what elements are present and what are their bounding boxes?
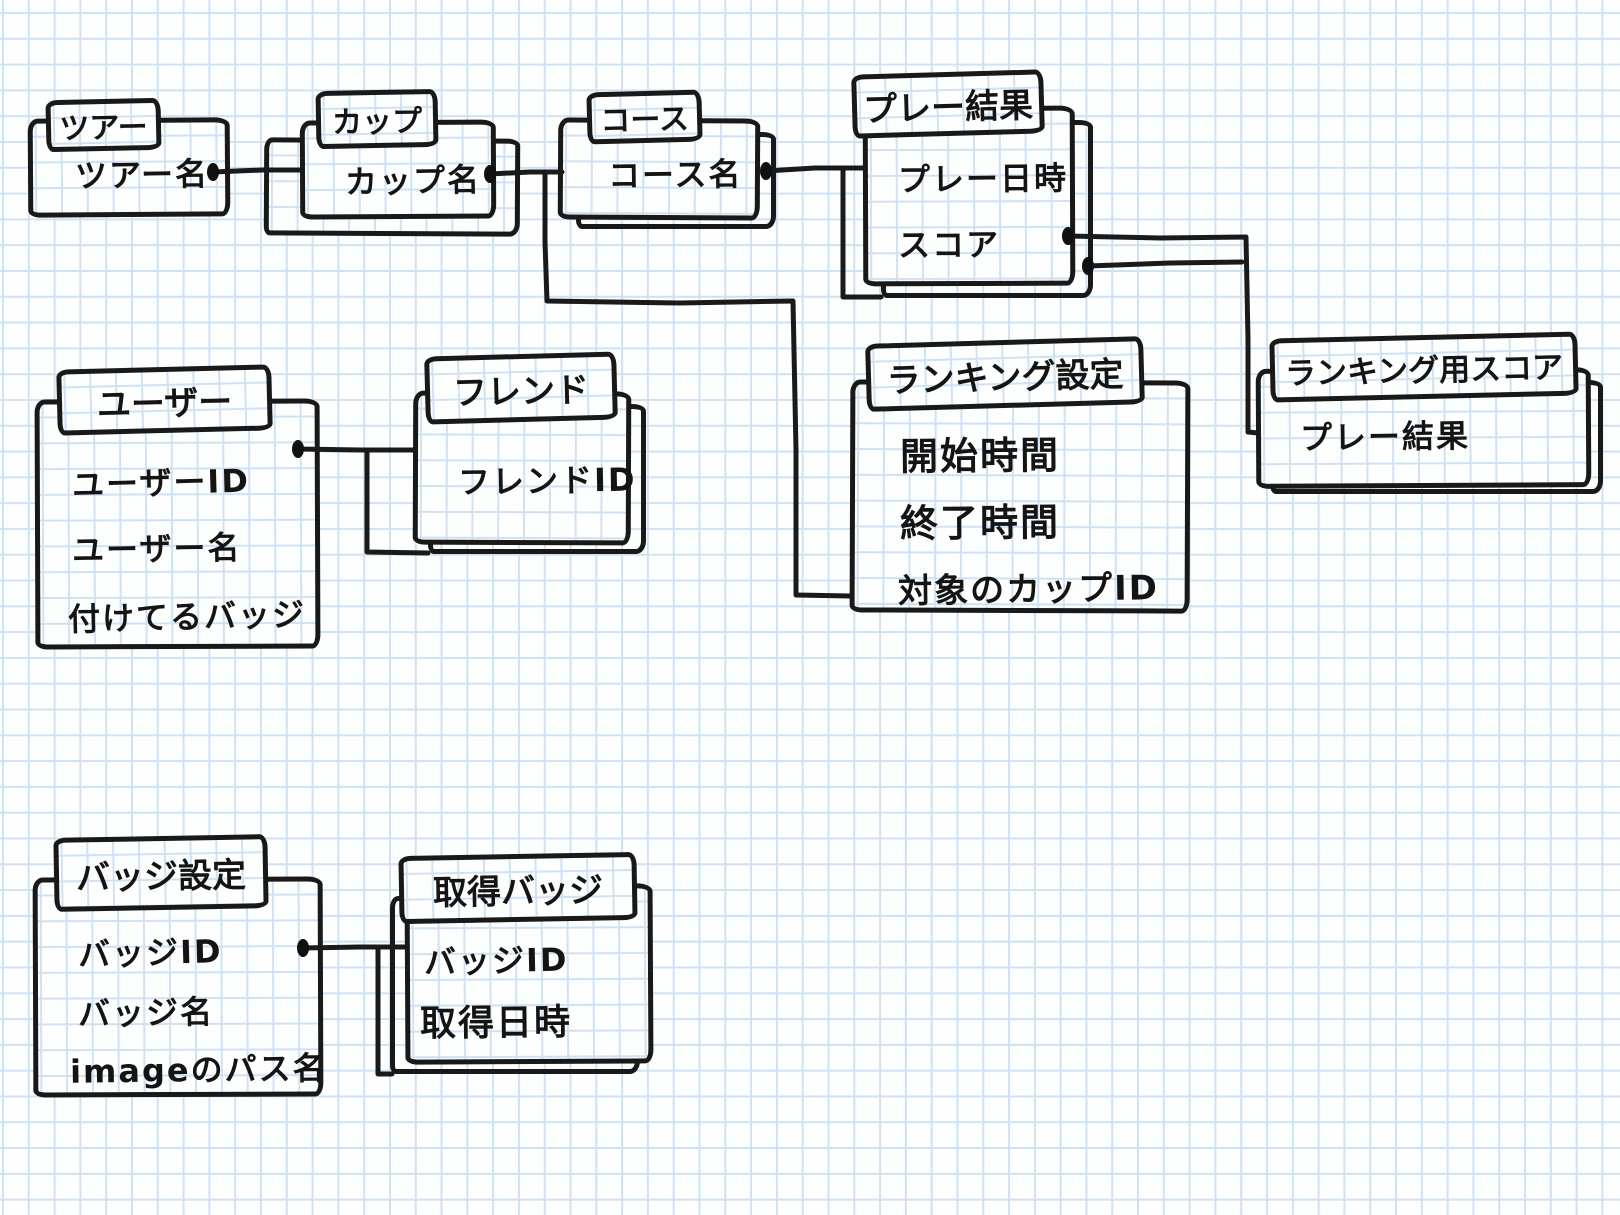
entity-field: 開始時間 [899, 433, 1061, 479]
entity-field: フレンドID [457, 460, 637, 502]
entity-field: 終了時間 [899, 500, 1061, 546]
entity-field: ユーザーID [71, 461, 251, 505]
entity-field: プレー結果 [1299, 416, 1471, 458]
entity-title: コース [586, 89, 703, 145]
entity-title: バッジ設定 [53, 834, 269, 912]
entity-field: バッジID [423, 940, 569, 982]
entity-field: プレー日時 [897, 159, 1069, 199]
entity-field: カップ名 [344, 160, 482, 202]
entity-title: 取得バッジ [398, 851, 638, 925]
entity-title: ランキング設定 [865, 336, 1145, 412]
entity-field: 付けてるバッジ [67, 595, 307, 639]
entity-field: imageのパス名 [69, 1049, 327, 1091]
entity-field: ツアー名 [74, 154, 210, 196]
entity-field: スコア [897, 225, 1001, 265]
entity-title: ユーザー [56, 364, 273, 436]
connector-score-ranking-score-2 [1085, 259, 1245, 269]
connector-course-play-result [763, 165, 868, 174]
entity-field: バッジID [77, 932, 224, 974]
entity-title: ツアー [45, 97, 162, 153]
entity-field: 対象のカップID [897, 568, 1160, 612]
entity-field: 取得日時 [419, 1002, 573, 1045]
entity-field: コース名 [607, 155, 743, 195]
entity-title: ランキング用スコア [1269, 331, 1579, 403]
entity-title: カップ [315, 88, 439, 150]
entity-title: プレー結果 [851, 69, 1045, 139]
entity-field: バッジ名 [77, 992, 215, 1034]
entity-field: ユーザー名 [71, 528, 242, 570]
entity-title: フレンド [424, 351, 618, 425]
